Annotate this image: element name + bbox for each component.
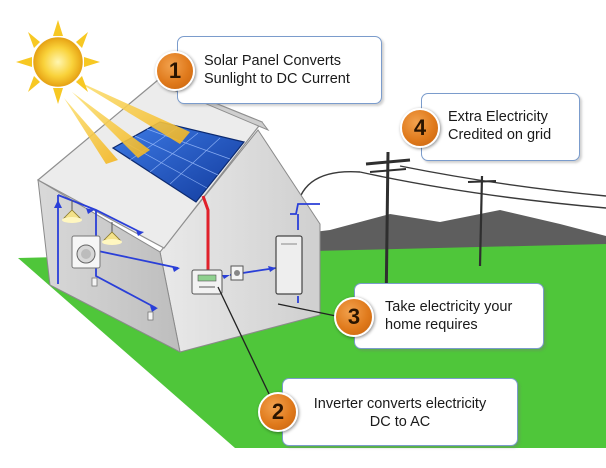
- power-lines: [295, 165, 606, 215]
- wall-outlet-icon: [147, 311, 154, 321]
- washing-machine-icon: [71, 235, 101, 269]
- ceiling-lamp: [62, 200, 82, 223]
- callout-step-3-line-1: Take electricity your: [385, 299, 513, 315]
- callout-step-3: Take electricity your home requires: [354, 283, 544, 349]
- callout-step-4-line-1: Extra Electricity: [448, 109, 548, 125]
- leader-line-step-2: [217, 286, 271, 397]
- callout-step-1-line-2: Sunlight to DC Current: [204, 71, 350, 87]
- callout-step-4-line-2: Credited on grid: [448, 127, 552, 143]
- meter-icon: [230, 265, 244, 281]
- dc-wire: [201, 195, 210, 272]
- step-4-badge: 4: [400, 108, 440, 148]
- ac-wiring: [57, 194, 320, 309]
- leader-line-step-3: [277, 303, 337, 317]
- ceiling-lamp: [102, 222, 122, 245]
- utility-pole-far: [467, 175, 497, 267]
- callout-step-2: Inverter converts electricity DC to AC: [282, 378, 518, 446]
- inverter-icon: [191, 269, 223, 295]
- step-1-badge: 1: [155, 51, 195, 91]
- breaker-panel-icon: [275, 235, 303, 295]
- callout-step-4: Extra Electricity Credited on grid: [421, 93, 580, 161]
- callout-step-2-line-2: DC to AC: [369, 414, 431, 430]
- ac-wire-arrows: [54, 200, 276, 312]
- wall-outlet-icon: [91, 277, 98, 287]
- step-3-badge: 3: [334, 297, 374, 337]
- callout-step-2-line-1: Inverter converts electricity: [313, 396, 487, 412]
- callout-step-1-line-1: Solar Panel Converts: [204, 53, 342, 69]
- step-2-badge: 2: [258, 392, 298, 432]
- sun-ray: [75, 80, 190, 144]
- sun-ray: [72, 92, 150, 158]
- callout-step-3-line-2: home requires: [385, 317, 478, 333]
- sun-ray: [64, 98, 118, 164]
- callout-step-1: Solar Panel Converts Sunlight to DC Curr…: [177, 36, 382, 104]
- sun: [16, 20, 190, 164]
- house-side-wall: [37, 179, 181, 353]
